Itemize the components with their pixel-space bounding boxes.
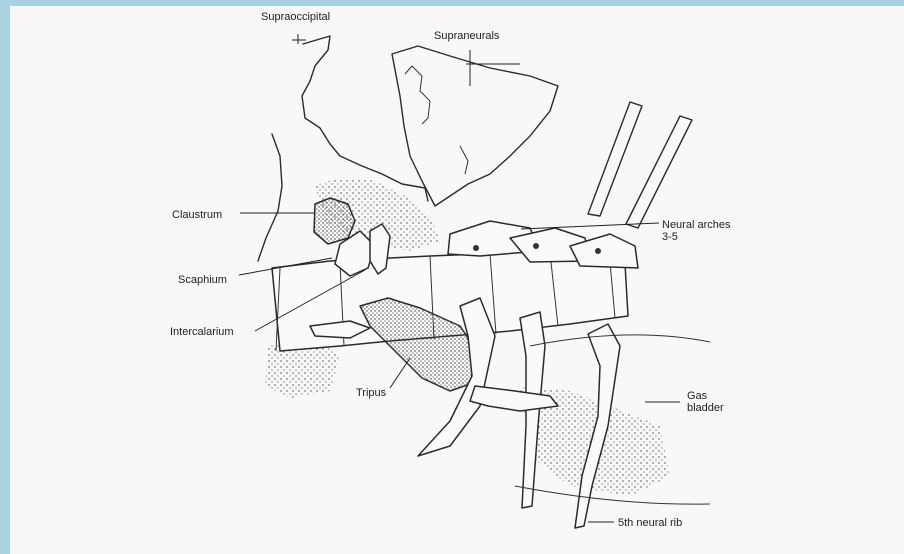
label-supraoccipital: Supraoccipital	[261, 11, 330, 23]
neural-spine-2	[626, 116, 692, 228]
supraneural-plate	[392, 46, 558, 206]
label-neural-arches-text: Neural arches	[662, 219, 730, 231]
label-claustrum: Claustrum	[172, 209, 222, 221]
label-bladder: bladder	[687, 402, 724, 414]
label-neural-arches: Neural arches 3-5	[662, 219, 730, 243]
label-gas: Gas	[687, 390, 707, 402]
label-supraneurals: Supraneurals	[434, 30, 499, 42]
weberian-apparatus-drawing	[10, 6, 904, 554]
label-tripus: Tripus	[356, 387, 386, 399]
label-scaphium: Scaphium	[178, 274, 227, 286]
figure-panel: Supraoccipital Supraneurals Claustrum Sc…	[10, 6, 904, 554]
label-gas-bladder: Gas bladder	[687, 390, 724, 414]
label-fifth-neural-rib: 5th neural rib	[618, 517, 682, 529]
supraoccipital-bone	[302, 36, 428, 201]
claustrum-bone	[314, 198, 355, 244]
gas-bladder-outline	[530, 335, 710, 346]
skull-outline	[258, 134, 282, 261]
neural-spine-1	[588, 102, 642, 216]
label-intercalarium: Intercalarium	[170, 326, 234, 338]
label-neural-arches-range: 3-5	[662, 231, 730, 243]
